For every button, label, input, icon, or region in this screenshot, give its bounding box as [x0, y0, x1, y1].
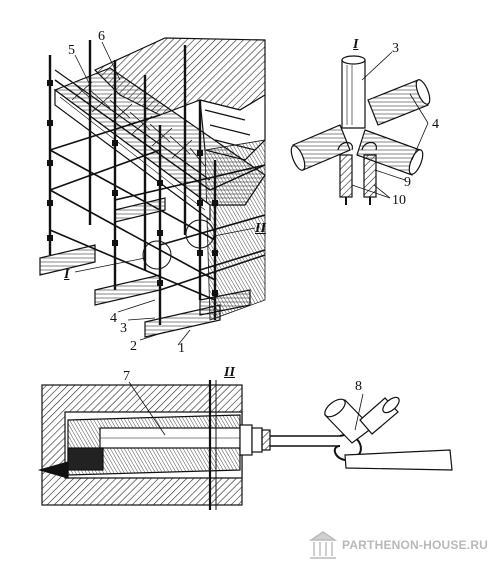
- callout-2: 2: [130, 339, 137, 354]
- watermark: PARTHENON-HOUSE.RU: [306, 526, 500, 566]
- detail-mark-II-detail: II: [224, 365, 235, 380]
- callout-3-detail: 3: [392, 41, 399, 56]
- callout-7: 7: [123, 369, 130, 384]
- detail-circle-II: [185, 219, 215, 249]
- callout-5: 5: [68, 43, 75, 58]
- callout-6: 6: [98, 29, 105, 44]
- detail-mark-I-main: I: [64, 267, 70, 282]
- callout-10: 10: [392, 193, 406, 208]
- detail-circle-I: [142, 240, 172, 270]
- post-couplers: [47, 80, 218, 296]
- callout-3-main: 3: [120, 321, 127, 336]
- leader-lines: [74, 41, 256, 346]
- detail-mark-II-main: II: [255, 221, 266, 236]
- callout-1: 1: [178, 341, 185, 356]
- callout-4-main: 4: [110, 311, 117, 326]
- callout-8: 8: [355, 379, 362, 394]
- horizontal-ledgers: [49, 114, 266, 301]
- callout-4-detail: 4: [432, 117, 439, 132]
- base-boards: [39, 197, 251, 338]
- scaffold-main-view: [39, 37, 266, 346]
- callout-9: 9: [404, 175, 411, 190]
- detail-II-anchor: [37, 380, 453, 510]
- detail-I-coupler: [290, 51, 431, 205]
- watermark-logo: [308, 531, 338, 559]
- watermark-text: PARTHENON-HOUSE.RU: [342, 538, 489, 552]
- detail-mark-I-detail: I: [353, 37, 359, 52]
